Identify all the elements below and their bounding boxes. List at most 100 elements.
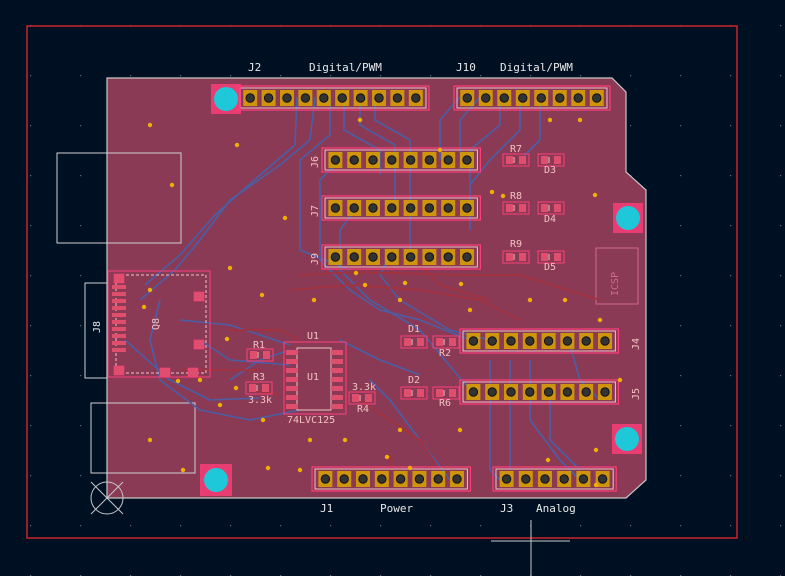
via (357, 117, 363, 123)
vias (141, 117, 623, 488)
header-j2-pad-hole (300, 93, 311, 103)
grid-dot (780, 375, 782, 377)
header-j3-silk (495, 468, 614, 490)
header-j6-pad-hole (368, 155, 378, 165)
label-j8: J8 (92, 320, 103, 333)
via (297, 467, 303, 473)
j8-pad (112, 285, 126, 289)
icsp-outline (595, 247, 639, 305)
via (489, 189, 495, 195)
header-j4-silk (462, 330, 616, 352)
via (259, 292, 265, 298)
label-j4: J4 (631, 337, 642, 350)
header-j10-pad-hole (536, 93, 546, 103)
j8-pad (112, 306, 126, 310)
header-j10 (453, 85, 611, 111)
smd-d1-pad (417, 338, 424, 346)
header-j10-pad-hole (499, 93, 509, 103)
smd-r9-courtyard (502, 250, 530, 264)
header-j3-pad-hole (597, 474, 608, 484)
label-digital-pwm-2: Digital/PWM (500, 61, 573, 74)
via (307, 437, 313, 443)
via (217, 402, 223, 408)
grid-dot (80, 525, 82, 527)
grid-dot (780, 425, 782, 427)
header-j9-silk (324, 246, 478, 268)
grid-dot (730, 475, 732, 477)
grid-dot (30, 325, 32, 327)
power-jack-outline (90, 402, 196, 474)
via (282, 215, 288, 221)
grid-dot (380, 525, 382, 527)
via (175, 378, 181, 384)
grid-dot (680, 75, 682, 77)
j8-mount-pad (113, 273, 125, 284)
via (547, 117, 553, 123)
label-r9: R9 (510, 239, 523, 250)
grid-dot (30, 225, 32, 227)
label-r7: R7 (510, 144, 523, 155)
grid-dot (680, 475, 682, 477)
grid-dot (680, 525, 682, 527)
header-j6-courtyard (321, 147, 481, 173)
label-r4-value: 3.3k (352, 382, 377, 393)
label-d5: D5 (544, 262, 557, 273)
grid-dot (780, 75, 782, 77)
u1-pad (331, 350, 343, 355)
smd-d4-pad (554, 204, 561, 212)
smd-r6 (432, 386, 460, 400)
header-j10-pad-hole (518, 93, 528, 103)
grid-dot (30, 375, 32, 377)
header-j2-pad-hole (319, 93, 329, 103)
label-u1-top: U1 (307, 331, 320, 342)
header-j3-courtyard (492, 466, 617, 492)
header-j4-pad-hole (581, 336, 591, 346)
header-j3-pad-hole (578, 474, 589, 484)
u1-pad (331, 386, 343, 391)
via (397, 297, 403, 303)
via (457, 427, 463, 433)
smd-r7-pad (506, 156, 513, 164)
grid-dot (680, 275, 682, 277)
grid-dot (780, 525, 782, 527)
smd-r3-pad (249, 384, 256, 392)
front-copper-traces (180, 259, 601, 471)
smd-r1-courtyard (246, 348, 274, 362)
header-j2-pad-hole (263, 93, 274, 103)
u1-pad (331, 359, 343, 364)
grid-dot (280, 75, 282, 77)
header-j4-pad-hole (543, 336, 554, 346)
j8-pad (112, 341, 126, 345)
header-j1-pad-hole (358, 474, 368, 484)
via (169, 182, 175, 188)
grid-dot (680, 225, 682, 227)
header-j5-silk (462, 381, 616, 403)
header-j9-pad-hole (462, 252, 472, 262)
label-d3: D3 (544, 165, 557, 176)
smd-r4-pad (365, 394, 372, 402)
via (147, 122, 153, 128)
grid-dot (680, 325, 682, 327)
via (224, 336, 230, 342)
sheet-frame (26, 25, 738, 539)
header-j5-pad-hole (468, 387, 479, 397)
header-j6-pad-hole (424, 155, 435, 165)
grid-dot (330, 525, 332, 527)
smd-d5 (537, 250, 565, 264)
u1-pad (286, 359, 298, 364)
j8-pad (112, 320, 126, 324)
grid-dot (430, 75, 432, 77)
grid-dot (680, 375, 682, 377)
grid-dot (30, 125, 32, 127)
grid-dot (680, 175, 682, 177)
smd-r1-pad (250, 351, 257, 359)
u1-pad (331, 395, 343, 400)
grid-dot (730, 75, 732, 77)
header-j6-pad-hole (349, 155, 359, 165)
header-j2-pad-hole (245, 93, 255, 103)
smd-r6-pad (436, 389, 443, 397)
grid-dot (780, 325, 782, 327)
label-j9: J9 (310, 252, 321, 265)
via (397, 427, 403, 433)
